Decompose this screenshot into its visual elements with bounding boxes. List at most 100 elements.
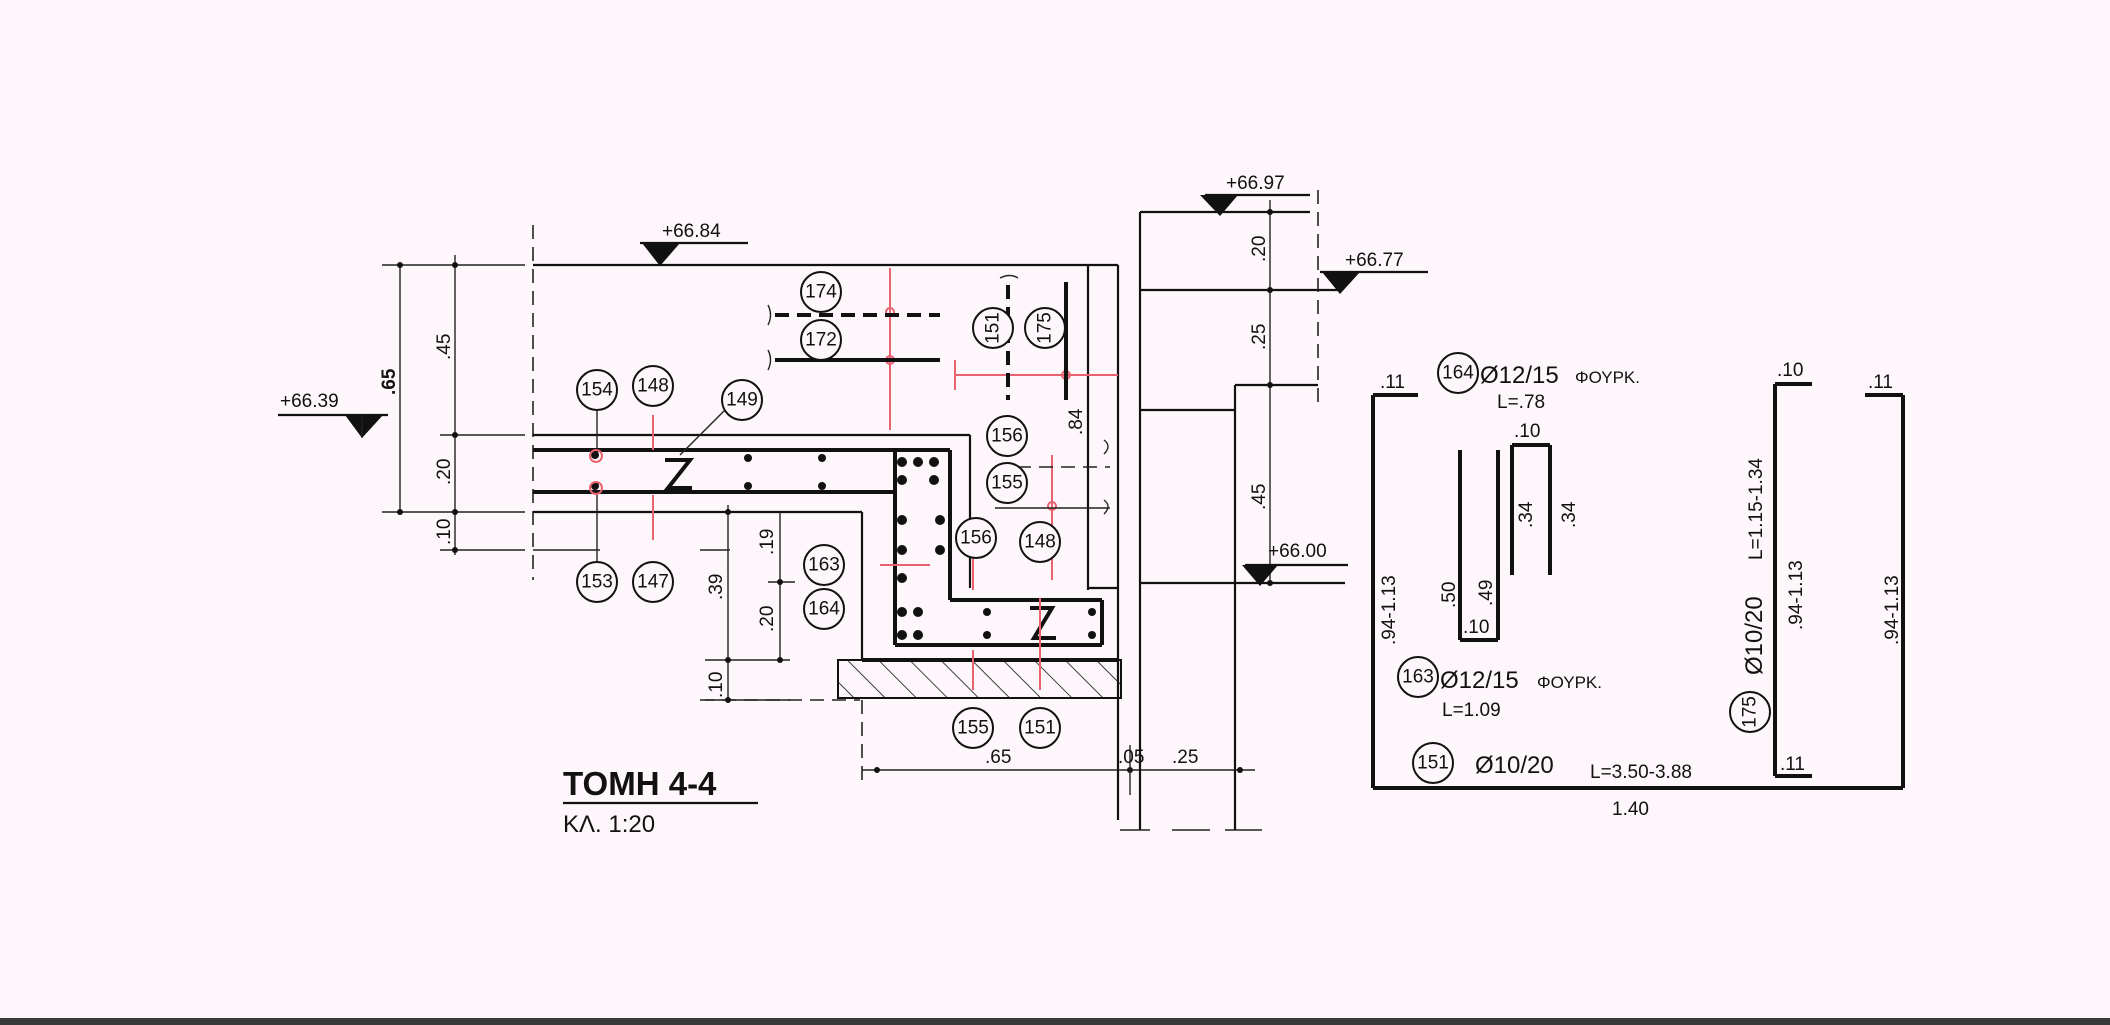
hp-d3: .34	[1559, 501, 1580, 528]
dim-20b: .20	[757, 606, 778, 632]
s164-len: L=.78	[1497, 392, 1545, 413]
level-66-97: +66.97	[1226, 173, 1285, 194]
svg-text:163: 163	[1402, 667, 1434, 688]
section-outline	[532, 225, 1122, 820]
l-side: .94-1.13	[1786, 560, 1807, 630]
bubble-172: 172	[800, 319, 842, 361]
dim-45: .45	[434, 334, 455, 360]
s163-note: ΦΟΥΡΚ.	[1537, 673, 1602, 692]
dim-19: .19	[757, 529, 778, 555]
dim-r-45: .45	[1249, 484, 1270, 510]
bubble-148-b: 148	[1019, 521, 1061, 563]
scale-text: ΚΛ. 1:20	[563, 811, 655, 838]
bottom-edge-bar	[0, 1018, 2110, 1025]
dim-r-20: .20	[1249, 236, 1270, 262]
svg-text:155: 155	[991, 473, 1023, 494]
svg-text:156: 156	[960, 528, 992, 549]
u-bottom: 1.40	[1612, 799, 1649, 820]
level-marker-66-84: +66.84	[640, 221, 748, 266]
bubble-155-a: 155	[986, 462, 1028, 504]
level-marker-66-39: +66.39	[278, 391, 388, 438]
bubble-151-b: 151	[1019, 707, 1061, 749]
svg-text:151: 151	[1417, 753, 1449, 774]
bubble-153: 153	[576, 561, 618, 603]
right-wall: .20 .25 .45	[1120, 190, 1345, 831]
red-rebar-markers	[589, 268, 1118, 690]
dim-65: .65	[379, 368, 400, 395]
bubble-163-c: 163	[1397, 656, 1439, 698]
u-right-side: .94-1.13	[1882, 575, 1903, 645]
svg-text:175: 175	[1035, 312, 1056, 344]
bubble-164-c: 164	[1437, 352, 1479, 394]
level-marker-66-97: +66.97	[1200, 173, 1310, 216]
s163-len: L=1.09	[1442, 700, 1501, 721]
bubble-147: 147	[632, 561, 674, 603]
bubble-154: 154	[576, 369, 618, 411]
rebar-cage	[533, 448, 1104, 647]
bubble-149: 149	[721, 379, 763, 421]
svg-text:149: 149	[726, 390, 758, 411]
dim-84: .84	[1066, 408, 1087, 435]
hp-d1: .10	[1514, 421, 1540, 442]
level-66-39: +66.39	[280, 391, 339, 412]
bubble-163-a: 163	[803, 544, 845, 586]
s164-spec: Ø12/15	[1480, 362, 1559, 389]
u-top-left: .11	[1380, 372, 1405, 393]
u-top-right: .11	[1868, 372, 1893, 393]
u-left-side: .94-1.13	[1379, 575, 1400, 645]
svg-text:156: 156	[991, 426, 1023, 447]
svg-text:153: 153	[581, 572, 613, 593]
svg-text:148: 148	[1024, 532, 1056, 553]
s175-spec: Ø10/20	[1741, 596, 1768, 675]
dim-bottom-25: .25	[1172, 747, 1198, 768]
bottom-dimension-chain: .65 .05 .25	[861, 700, 1255, 795]
hp-d6: .10	[1463, 617, 1489, 638]
dim-39: .39	[706, 574, 727, 600]
svg-text:148: 148	[637, 376, 669, 397]
svg-text:164: 164	[1442, 363, 1474, 384]
bubble-156-a: 156	[986, 415, 1028, 457]
dim-10: .10	[434, 519, 455, 545]
dim-bottom-05: .05	[1118, 747, 1144, 768]
bar-schedule: .11 .11 .94-1.13 .94-1.13 1.40 .10 .94-1…	[1371, 352, 1905, 820]
svg-text:163: 163	[808, 555, 840, 576]
l-top: .10	[1777, 360, 1803, 381]
bubble-175-c: 175	[1729, 691, 1771, 733]
bubble-151-a: 151	[972, 307, 1014, 349]
dim-10b: .10	[706, 672, 727, 698]
svg-text:172: 172	[805, 330, 837, 351]
level-marker-66-00: +66.00	[1242, 541, 1348, 586]
svg-text:164: 164	[808, 599, 840, 620]
bubble-156-b: 156	[955, 517, 997, 559]
hp-d4: .50	[1439, 582, 1460, 608]
bubble-175-a: 175	[1024, 307, 1066, 349]
bubble-164-a: 164	[803, 588, 845, 630]
hp-d5: .49	[1476, 580, 1497, 606]
svg-text:174: 174	[805, 282, 837, 303]
bubble-174: 174	[800, 271, 842, 313]
l-bottom: .11	[1780, 754, 1805, 775]
svg-text:147: 147	[637, 572, 669, 593]
s175-len: L=1.15-1.34	[1746, 458, 1767, 560]
svg-text:155: 155	[957, 718, 989, 739]
dim-bottom-65: .65	[985, 747, 1011, 768]
left-dimension-chain: .45 .65 .20 .10	[379, 255, 525, 555]
dim-r-25: .25	[1249, 324, 1270, 350]
level-66-77: +66.77	[1345, 250, 1404, 271]
level-66-84: +66.84	[662, 221, 721, 242]
s151-spec: Ø10/20	[1475, 752, 1554, 779]
svg-text:154: 154	[581, 380, 613, 401]
s163-spec: Ø12/15	[1440, 667, 1519, 694]
level-66-00: +66.00	[1268, 541, 1327, 562]
svg-text:175: 175	[1740, 696, 1761, 728]
section-title-text: TOMH 4-4	[563, 765, 717, 802]
dim-20: .20	[434, 459, 455, 485]
section-title: TOMH 4-4 ΚΛ. 1:20	[563, 765, 758, 838]
s151-len: L=3.50-3.88	[1590, 762, 1692, 783]
inner-dimension-chain: .19 .39 .20 .10 .84	[705, 408, 1087, 703]
hp-d2: .34	[1516, 501, 1537, 528]
bubble-148: 148	[632, 365, 674, 407]
svg-text:151: 151	[983, 312, 1004, 344]
level-marker-66-77: +66.77	[1320, 250, 1428, 294]
